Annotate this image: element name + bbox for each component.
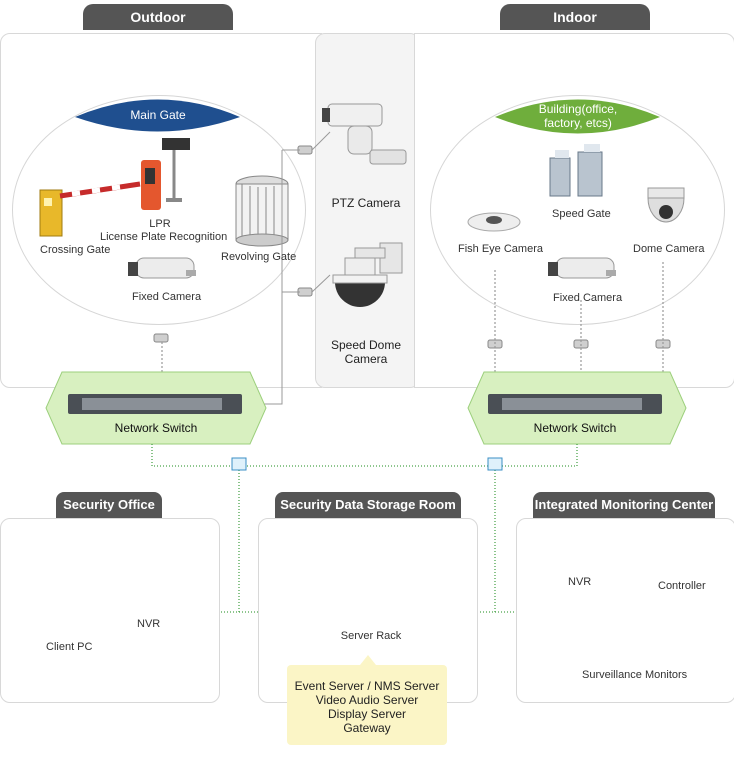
- server-item-event-nms: Event Server / NMS Server: [294, 679, 440, 693]
- lpr-label: LPR License Plate Recognition: [100, 218, 228, 244]
- monitoring-center-panel: [516, 518, 734, 703]
- lpr-label-line1: LPR: [149, 218, 171, 230]
- lpr-label-line2: License Plate Recognition: [100, 231, 228, 243]
- indoor-fixed-camera-label: Fixed Camera: [553, 292, 623, 304]
- speed-gate-icon: [549, 144, 603, 197]
- ptz-camera-icon: [322, 103, 407, 165]
- security-office-panel: [0, 518, 220, 703]
- dome-camera-icon: [647, 187, 685, 223]
- note-pointer: [360, 655, 376, 665]
- surveillance-monitors-label: Surveillance Monitors: [582, 669, 688, 681]
- client-pc-label: Client PC: [46, 641, 93, 653]
- building-label: Building(office, factory, etcs): [510, 102, 646, 130]
- monitoring-nvr-label: NVR: [568, 576, 592, 588]
- office-nvr-label: NVR: [137, 618, 161, 630]
- server-list-note: Event Server / NMS Server Video Audio Se…: [287, 665, 447, 745]
- right-network-switch-label: Network Switch: [533, 421, 617, 435]
- storage-room-title: Security Data Storage Room: [275, 492, 461, 518]
- left-network-switch-label: Network Switch: [114, 421, 198, 435]
- speed-dome-label-line2: Camera: [344, 352, 388, 366]
- outdoor-fixed-camera-label: Fixed Camera: [132, 291, 202, 303]
- building-banner: [495, 99, 660, 134]
- building-label-line2: factory, etcs): [544, 116, 612, 130]
- dome-camera-label: Dome Camera: [633, 243, 705, 255]
- monitoring-center-title: Integrated Monitoring Center: [533, 492, 715, 518]
- server-rack-label: Server Rack: [340, 630, 402, 642]
- main-gate-banner: [75, 99, 240, 132]
- lpr-icon: [141, 138, 190, 210]
- speed-dome-camera-label: Speed Dome Camera: [318, 338, 414, 366]
- building-label-line1: Building(office,: [538, 102, 618, 116]
- crossing-gate-label: Crossing Gate: [40, 244, 111, 256]
- server-item-display: Display Server: [327, 707, 407, 721]
- speed-dome-label-line1: Speed Dome: [330, 338, 402, 352]
- revolving-gate-label: Revolving Gate: [221, 251, 297, 263]
- speed-gate-label: Speed Gate: [552, 208, 611, 220]
- security-office-title: Security Office: [56, 492, 162, 518]
- server-item-video-audio: Video Audio Server: [315, 693, 419, 707]
- right-switch-device: [488, 394, 662, 414]
- indoor-zone-tab: Indoor: [500, 4, 650, 30]
- crossing-gate-icon: [39, 181, 141, 237]
- speed-dome-camera-icon: [332, 242, 403, 307]
- outdoor-zone-tab: Outdoor: [83, 4, 233, 30]
- camera-column-panel: [315, 33, 420, 388]
- server-item-gateway: Gateway: [343, 721, 391, 735]
- indoor-fixed-camera-icon: [548, 257, 616, 279]
- ptz-camera-label: PTZ Camera: [331, 196, 401, 210]
- outdoor-fixed-camera-icon: [128, 257, 196, 279]
- fish-eye-camera-label: Fish Eye Camera: [458, 243, 543, 255]
- controller-label: Controller: [658, 580, 706, 592]
- fish-eye-camera-icon: [467, 212, 521, 232]
- left-switch-device: [68, 394, 242, 414]
- revolving-gate-icon: [235, 175, 289, 247]
- main-gate-label: Main Gate: [130, 108, 186, 122]
